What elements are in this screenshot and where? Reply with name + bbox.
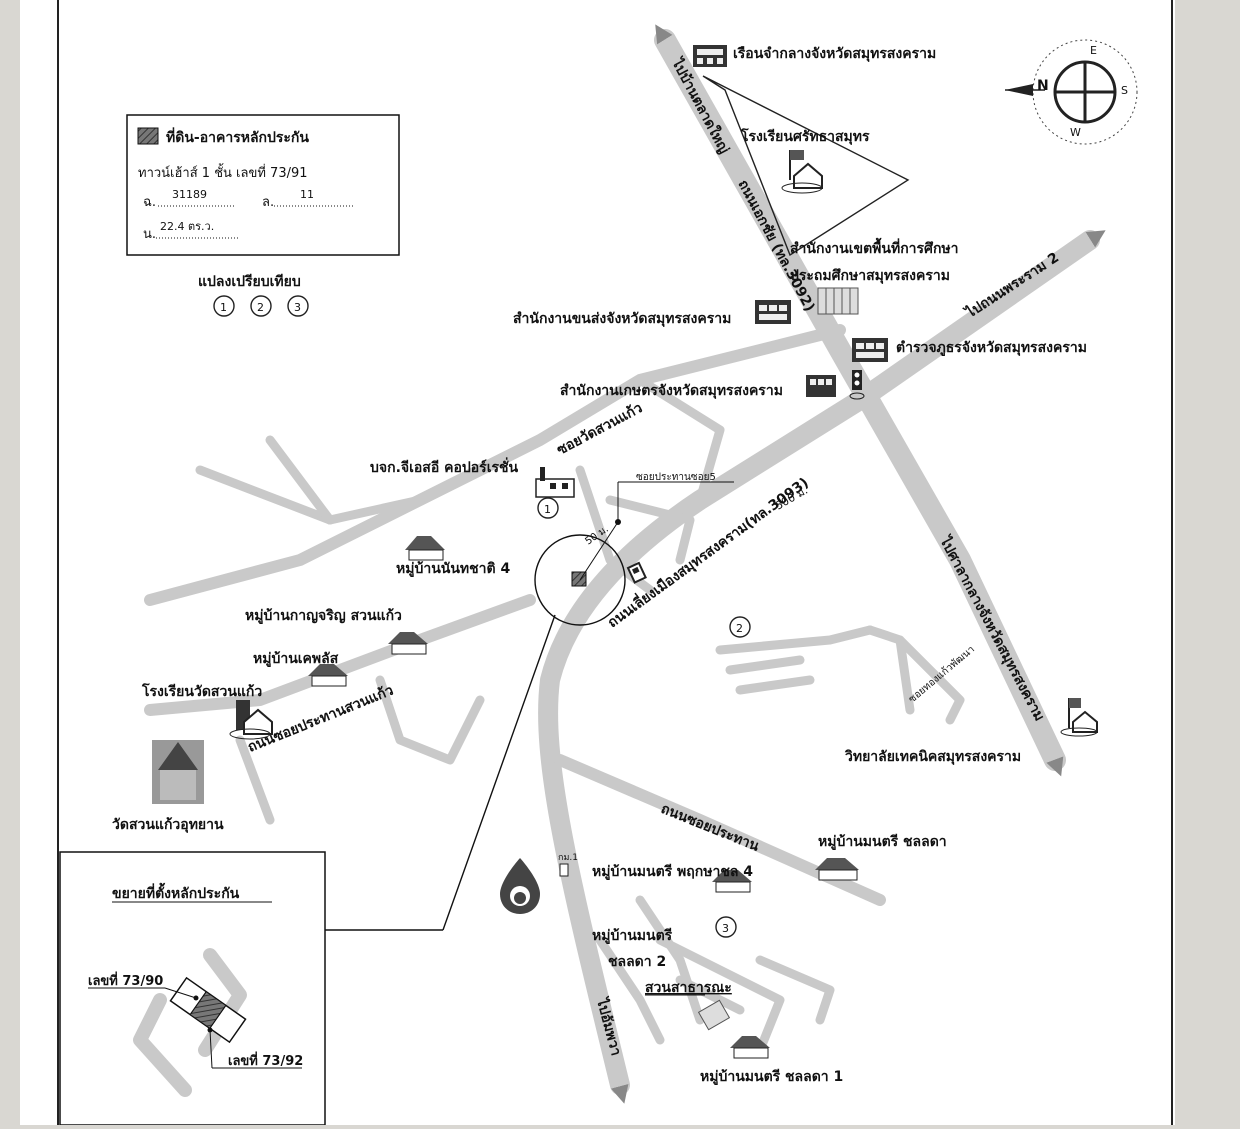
compass-w: W (1070, 126, 1081, 139)
school-wat-icon (229, 700, 273, 740)
subject-location (325, 481, 734, 931)
legend-title: ที่ดิน-อาคารหลักประกัน (166, 127, 309, 146)
radius-circle (534, 534, 626, 626)
compass-n: N (1037, 78, 1049, 94)
label-km-mark: กม.1 (558, 853, 578, 863)
comparable-1-label: 1 (220, 301, 227, 314)
compass-icon: N E S W (1005, 39, 1138, 145)
label-school-wat: โรงเรียนวัดสวนแก้ว (141, 682, 262, 700)
temple-icon (152, 740, 204, 804)
comparable-markers: 1 2 3 (537, 497, 751, 938)
km-post-icon (559, 863, 569, 877)
inset-box: ขยายที่ตั้งหลักประกัน เลขที่ 73/90 เลขที… (59, 851, 326, 1126)
legend-area-value: 22.4 ตร.ว. (160, 220, 214, 233)
inset-leader (442, 614, 556, 931)
label-tech-college: วิทยาลัยเทคนิคสมุทรสงคราม (844, 749, 1021, 765)
road-bypass (538, 230, 1100, 1095)
school-sritha-icon (781, 150, 823, 194)
label-village-monthri-pruksa: หมู่บ้านมนตรี พฤกษาชล 4 (592, 864, 753, 880)
village-keplus-icon (308, 664, 348, 687)
label-village-kanyarin: หมู่บ้านกาญจริญ สวนแก้ว (245, 608, 402, 624)
label-park: สวนสาธารณะ (645, 980, 732, 996)
label-transport-office: สำนักงานขนส่งจังหวัดสมุทรสงคราม (513, 311, 731, 327)
legend-lot-value: 11 (300, 188, 314, 201)
map-comparable-3: 3 (722, 922, 729, 935)
label-edu-office-2: ประถมศึกษาสมุทรสงคราม (790, 267, 950, 284)
map-comparable-1: 1 (544, 503, 551, 516)
edu-office-icon (817, 287, 859, 315)
label-soi-prathan-5: ซอยประทานซอย5 (636, 472, 716, 483)
village-nanthachat-icon (405, 536, 445, 561)
school-boundary (702, 75, 910, 257)
label-edu-office-1: สำนักงานเขตพื้นที่การศึกษา (790, 237, 959, 257)
building-icons (152, 45, 1098, 1059)
comparables-title: แปลงเปรียบเทียบ (198, 274, 301, 290)
road-ekachai (654, 29, 1066, 771)
gas-station-icon (500, 858, 540, 914)
park-icon (697, 999, 731, 1031)
village-monthri-1-icon (730, 1036, 770, 1059)
village-kanyarin-icon (388, 632, 428, 655)
police-icon (852, 338, 888, 362)
comparables-legend: แปลงเปรียบเทียบ 1 2 3 (198, 274, 309, 317)
comparable-2-label: 2 (257, 301, 264, 314)
prison-icon (693, 45, 727, 67)
collateral-swatch (137, 127, 159, 145)
tech-college-icon (1060, 698, 1098, 737)
label-company: บจก.จีเอสอี คอปอร์เรชั่น (370, 457, 519, 476)
label-temple: วัดสวนแก้วอุทยาน (112, 817, 224, 833)
legend-lot-label: ล. (262, 195, 274, 210)
road-soi-wat-suan-kaeo (144, 324, 846, 606)
inset-left-plot: เลขที่ 73/90 (88, 971, 163, 989)
legend-chanote-label: ฉ. (143, 195, 156, 210)
label-village-keplus: หมู่บ้านเคพลัส (253, 651, 339, 667)
label-village-nanthachat: หมู่บ้านนันทชาติ 4 (396, 561, 510, 577)
label-village-monthri-1: หมู่บ้านมนตรี ชลลดา 1 (700, 1069, 843, 1085)
place-labels: เรือนจำกลางจังหวัดสมุทรสงคราม โรงเรียนศร… (112, 46, 1087, 1085)
compass-s: S (1121, 84, 1128, 97)
village-monthri-chollada-icon (815, 858, 859, 881)
label-village-monthri-2a: หมู่บ้านมนตรี (592, 928, 673, 944)
shop-icon (626, 561, 647, 584)
legend-box: ที่ดิน-อาคารหลักประกัน ทาวน์เฮ้าส์ 1 ชั้… (126, 114, 400, 256)
traffic-light-icon (849, 370, 865, 400)
compass-e: E (1090, 44, 1097, 57)
village-monthri-pruksa-icon (712, 870, 752, 893)
legend-area-label: น. (143, 227, 156, 242)
label-prison: เรือนจำกลางจังหวัดสมุทรสงคราม (733, 46, 936, 62)
label-police: ตำรวจภูธรจังหวัดสมุทรสงคราม (896, 340, 1087, 356)
agri-office-icon (806, 375, 836, 397)
label-village-monthri-chollada: หมู่บ้านมนตรี ชลลดา (818, 834, 947, 850)
inset-plots (169, 976, 247, 1044)
label-agri-office: สำนักงานเกษตรจังหวัดสมุทรสงคราม (560, 383, 783, 399)
inset-right-plot: เลขที่ 73/92 (228, 1051, 303, 1069)
legend-chanote-value: 31189 (172, 188, 207, 201)
map-comparable-2: 2 (736, 622, 743, 635)
inset-title: ขยายที่ตั้งหลักประกัน (112, 882, 240, 902)
factory-icon (535, 467, 575, 498)
transport-office-icon (755, 300, 791, 324)
comparable-3-label: 3 (294, 301, 301, 314)
legend-line2: ทาวน์เฮ้าส์ 1 ชั้น เลขที่ 73/91 (138, 163, 308, 181)
label-school-sritha: โรงเรียนศรัทธาสมุทร (740, 127, 870, 145)
label-village-monthri-2b: ชลลดา 2 (608, 954, 666, 970)
